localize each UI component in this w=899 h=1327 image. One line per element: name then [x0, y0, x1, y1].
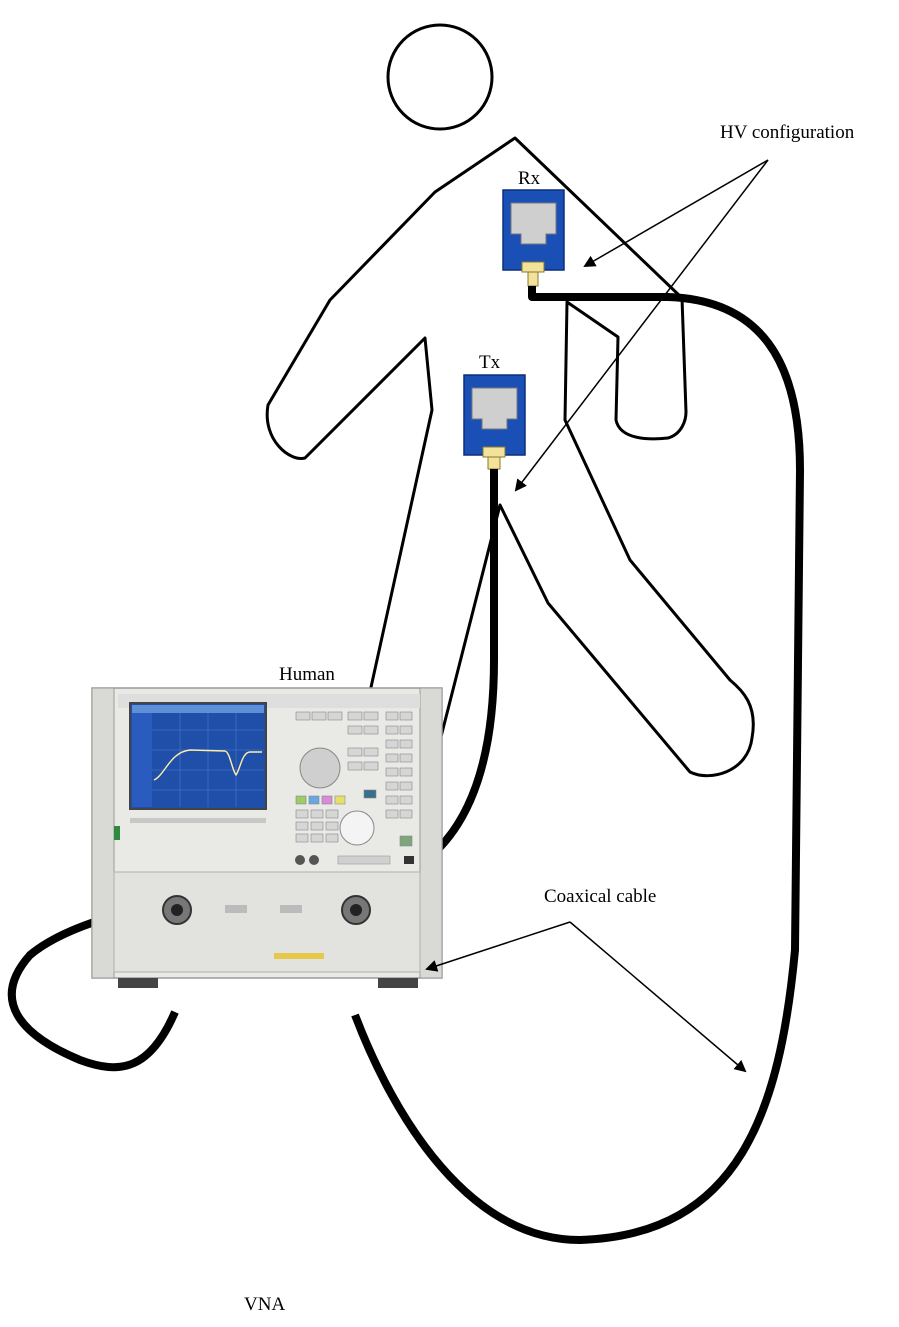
- arrow-cable-to-right: [570, 922, 745, 1071]
- vna-port-2: [342, 896, 370, 924]
- tx-antenna: [464, 375, 525, 469]
- human-head: [388, 25, 492, 129]
- arrow-cable-to-left: [427, 922, 570, 969]
- label-coaxical-cable: Coaxical cable: [544, 886, 656, 907]
- rx-antenna: [503, 190, 564, 286]
- label-tx: Tx: [479, 352, 501, 373]
- label-rx: Rx: [518, 168, 541, 189]
- label-vna: VNA: [244, 1294, 285, 1315]
- vna-instrument: [92, 688, 442, 988]
- label-hv-configuration: HV configuration: [720, 122, 855, 143]
- vna-port-1: [163, 896, 191, 924]
- label-human: Human: [279, 664, 335, 685]
- arrow-hv-to-rx: [585, 160, 768, 266]
